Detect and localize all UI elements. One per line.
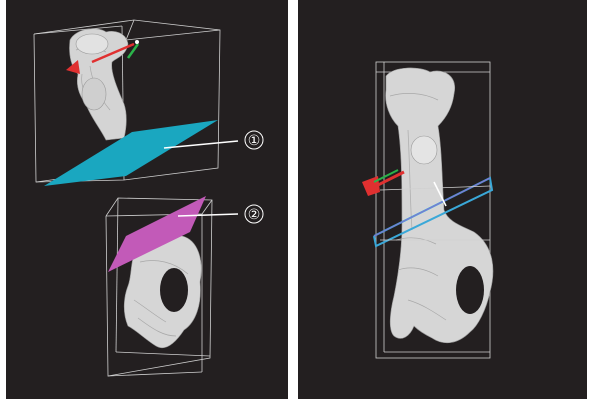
callout-label-1: ① [248, 133, 261, 149]
upper-femur-bone [69, 29, 128, 140]
right-view-canvas [298, 0, 587, 399]
full-femur-bone [386, 68, 493, 343]
right-view-panel [298, 0, 587, 399]
left-view-canvas: ① ② [6, 0, 288, 399]
cyan-cutting-plane [44, 120, 218, 186]
callout-label-2: ② [248, 207, 261, 223]
gizmo-axis-icon [362, 170, 404, 196]
left-view-panel: ① ② [6, 0, 288, 399]
